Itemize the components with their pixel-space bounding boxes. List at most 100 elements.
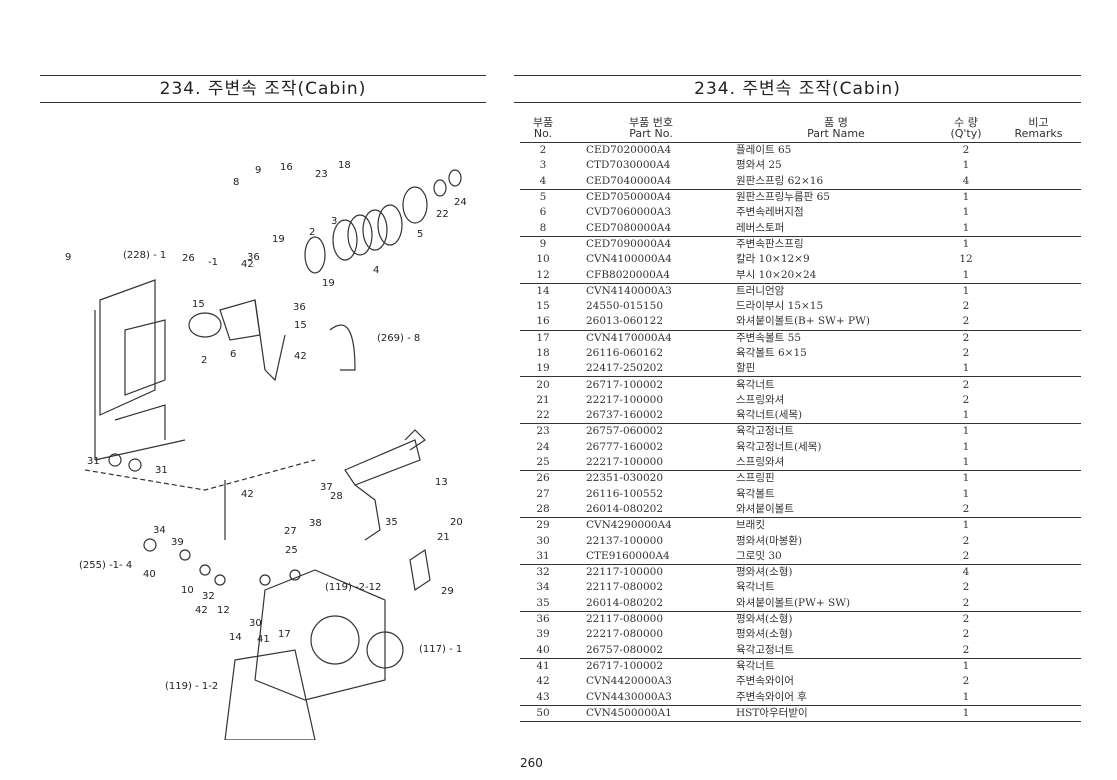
svg-text:40: 40 <box>143 569 156 580</box>
part-name: 주변속볼트 55 <box>736 331 801 344</box>
page-number: 260 <box>520 756 543 770</box>
svg-text:24: 24 <box>454 197 467 208</box>
part-remarks <box>996 361 1081 378</box>
svg-text:42: 42 <box>241 489 254 500</box>
svg-text:35: 35 <box>385 517 398 528</box>
part-code: 22217-100000 <box>566 454 736 472</box>
part-name: 육각너트 <box>736 581 775 594</box>
svg-text:9: 9 <box>65 252 71 263</box>
part-number-index: 41 <box>536 659 550 672</box>
part-number-index: 28 <box>520 501 566 519</box>
callout-228: (228) - 1 <box>123 250 166 261</box>
part-name: 육각너트(세목) <box>736 408 936 425</box>
part-name: 평와셔(소형) <box>736 566 793 579</box>
part-remarks <box>996 611 1081 627</box>
part-qty: 2 <box>936 501 996 519</box>
callout-255: (255) -1- 4 <box>79 560 132 571</box>
part-qty: 1 <box>936 267 996 284</box>
col-no-header: 부품 No. <box>520 116 566 143</box>
svg-text:38: 38 <box>309 518 322 529</box>
parts-table: 부품 No. 부품 번호 Part No. 품 명 Part Name 수 량 … <box>520 116 1081 722</box>
part-qty: 1 <box>962 440 970 453</box>
part-qty: 2 <box>962 581 970 594</box>
svg-text:29: 29 <box>441 586 454 597</box>
part-remarks <box>996 267 1081 284</box>
part-remarks <box>996 440 1081 455</box>
svg-text:25: 25 <box>285 545 298 556</box>
part-name: 주변속판스프링 <box>736 237 804 250</box>
part-qty: 2 <box>962 347 970 359</box>
part-qty: 2 <box>936 595 996 612</box>
part-number-index: 31 <box>520 548 566 566</box>
part-qty: 2 <box>962 144 970 157</box>
part-qty: 2 <box>962 300 970 313</box>
part-code: 26737-160002 <box>566 408 736 425</box>
part-code: 22217-100000 <box>586 393 664 406</box>
part-name: 칼라 10×12×9 <box>736 253 810 266</box>
part-qty: 2 <box>962 675 970 688</box>
svg-text:34: 34 <box>153 525 166 536</box>
svg-text:42: 42 <box>195 605 208 616</box>
part-code: 22351-030020 <box>586 472 664 485</box>
part-code: CED7040000A4 <box>566 173 736 190</box>
svg-text:13: 13 <box>435 477 448 488</box>
part-remarks <box>996 393 1081 408</box>
part-number-index: 23 <box>536 425 550 438</box>
part-remarks <box>996 533 1081 548</box>
col-part-header: 부품 번호 Part No. <box>566 116 736 143</box>
part-number-index: 8 <box>520 220 566 237</box>
part-name: 레버스토퍼 <box>736 220 936 237</box>
svg-text:30: 30 <box>249 618 262 629</box>
part-qty: 2 <box>962 613 970 626</box>
part-remarks <box>996 705 1081 722</box>
part-qty: 1 <box>962 425 970 438</box>
svg-text:10: 10 <box>181 585 194 596</box>
part-remarks <box>996 501 1081 519</box>
part-remarks <box>996 580 1081 595</box>
part-name: 평와셔(마봉환) <box>736 534 803 547</box>
svg-text:19: 19 <box>322 278 335 289</box>
part-code: CVN4290000A4 <box>586 519 672 532</box>
part-name: 주변속레버지점 <box>736 206 804 219</box>
part-name: 스프링와셔 <box>736 454 936 472</box>
part-name: 할핀 <box>736 361 936 378</box>
part-qty: 1 <box>962 191 970 204</box>
svg-text:36: 36 <box>247 252 260 263</box>
part-code: CVN4100000A4 <box>586 253 672 266</box>
part-remarks <box>996 189 1081 205</box>
part-number-index: 26 <box>536 472 550 485</box>
part-code: CTE9160000A4 <box>566 548 736 566</box>
part-code: 26717-100002 <box>586 378 664 391</box>
svg-text:31: 31 <box>155 465 168 476</box>
part-name: 주변속와이어 후 <box>736 689 936 706</box>
part-name: 와셔붙이볼트 <box>736 501 936 519</box>
part-number-index: 18 <box>536 347 550 359</box>
svg-text:42: 42 <box>241 259 254 270</box>
part-name: 평와셔 25 <box>736 159 782 172</box>
part-number-index: 27 <box>536 487 550 500</box>
svg-text:37: 37 <box>320 482 333 493</box>
part-code: 26014-080202 <box>566 501 736 519</box>
part-qty: 2 <box>962 378 970 391</box>
svg-text:18: 18 <box>338 160 351 171</box>
svg-text:21: 21 <box>437 532 450 543</box>
part-code: 22117-080000 <box>586 613 664 626</box>
part-name: 주변속와이어 <box>736 675 794 688</box>
